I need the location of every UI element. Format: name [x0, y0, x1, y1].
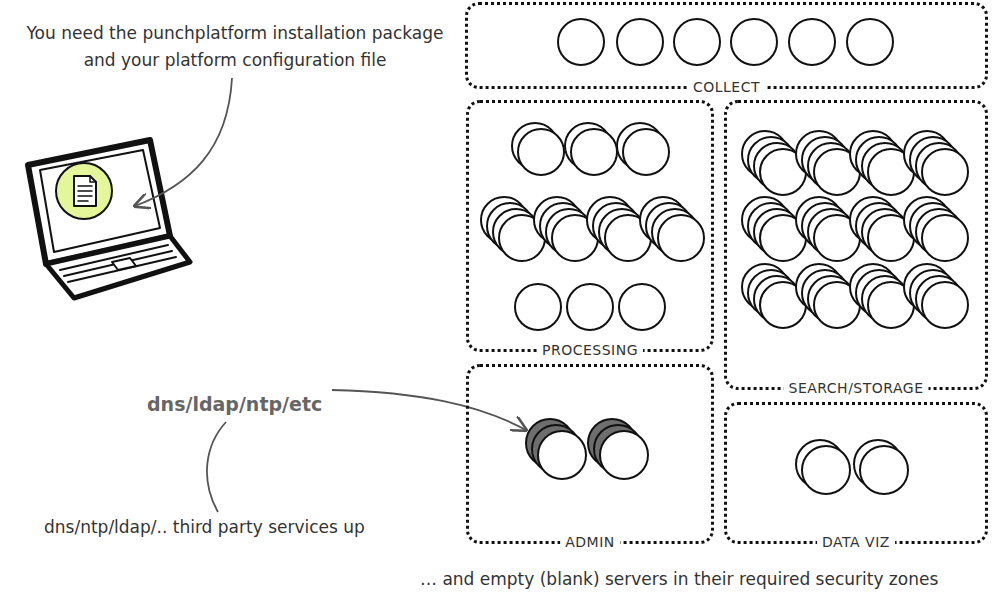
zone-label: SEARCH/STORAGE [783, 380, 928, 396]
server-circle [860, 446, 908, 494]
server-circle [658, 215, 704, 261]
note-text: You need the punchplatform installation … [20, 20, 450, 74]
note-text: … and empty (blank) servers in their req… [420, 566, 1000, 593]
security-zone: PROCESSING [466, 100, 714, 352]
server-circle [731, 19, 777, 65]
server-circle [619, 284, 665, 330]
server-circle [802, 446, 850, 494]
server-circle [922, 215, 968, 261]
server-circle [617, 19, 663, 65]
server-circle [567, 284, 613, 330]
zone-label: ADMIN [560, 534, 620, 550]
server-circle [600, 431, 648, 479]
note-text: dns/ntp/ldap/.. third party services up [44, 514, 424, 541]
laptop-icon [28, 140, 190, 298]
server-circle [789, 19, 835, 65]
server-circle [518, 129, 564, 175]
server-circle [515, 284, 561, 330]
security-zone: DATA VIZ [724, 402, 988, 544]
server-circle [922, 282, 968, 328]
zone-label: DATA VIZ [817, 534, 895, 550]
security-zone: ADMIN [466, 364, 714, 544]
leader-arrow [332, 390, 526, 430]
server-circle [922, 149, 968, 195]
server-circle [674, 19, 720, 65]
server-circle [538, 431, 586, 479]
server-circle [558, 19, 604, 65]
server-circle [571, 129, 617, 175]
services-label: dns/ldap/ntp/etc [147, 391, 347, 418]
leader-arrow [135, 78, 232, 206]
security-zone: SEARCH/STORAGE [724, 100, 988, 390]
zone-label: PROCESSING [537, 342, 643, 358]
zone-label: COLLECT [688, 79, 765, 95]
security-zone: COLLECT [465, 2, 988, 89]
leader-line [207, 422, 226, 512]
server-circle [847, 19, 893, 65]
server-circle [623, 129, 669, 175]
